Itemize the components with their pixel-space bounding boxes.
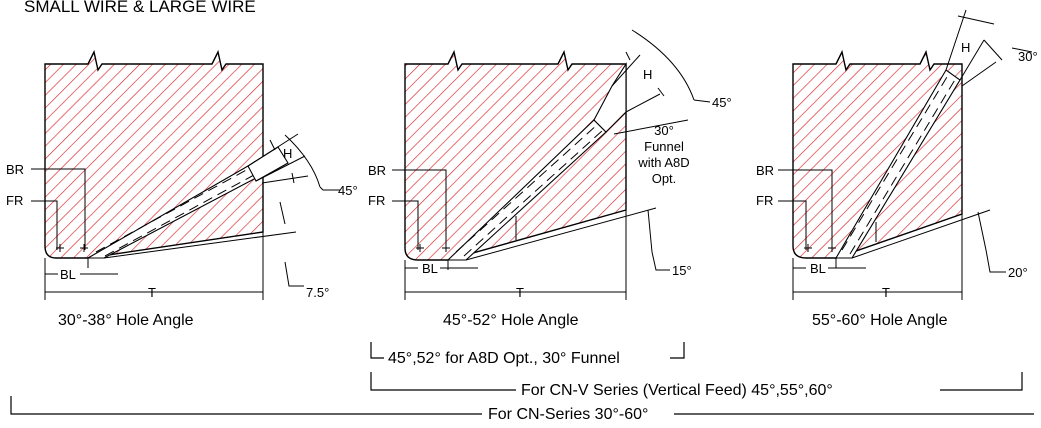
block-2-br-fr-leaders: [392, 169, 447, 250]
block-3-top-angle-arc: [957, 15, 1003, 61]
block-1-t-label: T: [148, 285, 156, 300]
block-1-30-38-hole-angle: [31, 49, 340, 300]
block-3-center-marks: [804, 244, 836, 252]
funnel-note-line-3: with A8D: [637, 155, 689, 170]
block-1-br-label: BR: [6, 162, 24, 177]
block-2-h-arrows: [625, 51, 665, 97]
block-2-fr-label: FR: [368, 193, 385, 208]
block-2-caption: 45°-52° Hole Angle: [443, 312, 579, 329]
block-3-bottom-angle-leader: [985, 249, 1006, 273]
block-3-hole-centerline: [841, 71, 951, 251]
block-1-h-label: H: [283, 146, 292, 161]
bracket-cn-v-text: For CN-V Series (Vertical Feed) 45°,55°,…: [521, 382, 833, 399]
block-2-funnel: [593, 62, 627, 133]
block-3-fr-label: FR: [756, 193, 773, 208]
block-1-fr-label: FR: [6, 193, 23, 208]
block-3-br-fr-leaders: [778, 169, 833, 250]
block-2-45-52-hole-angle: [392, 29, 711, 300]
series-bracket-cn: For CN-Series 30°-60°: [10, 396, 1034, 423]
block-2-top-angle: 45°: [712, 95, 732, 110]
block-1-bottom-angle-leader: [284, 261, 304, 287]
block-2-t-label: T: [516, 285, 524, 300]
block-3-dim-ext: [792, 214, 963, 300]
funnel-note-line-2: Funnel: [644, 139, 684, 154]
block-2-extension-lines: [611, 54, 689, 135]
block-3-caption: 55°-60° Hole Angle: [812, 312, 948, 329]
bracket-cn-text: For CN-Series 30°-60°: [488, 406, 648, 423]
block-3-bl-label: BL: [810, 261, 826, 276]
block-1-bottom-line: [103, 201, 297, 259]
block-3-top-angle-leader: [1011, 47, 1033, 53]
block-2-top-angle-leader: [693, 99, 711, 103]
block-1-h-arrows: [269, 139, 295, 184]
block-3-bottom-angle: 20°: [1008, 265, 1028, 280]
block-3-bottom-line: [851, 209, 991, 259]
block-1-hole-centerline-2: [104, 174, 255, 257]
block-3-h-label: H: [961, 40, 970, 55]
funnel-note-line-4: Opt.: [652, 171, 677, 186]
block-1-caption: 30°-38° Hole Angle: [58, 312, 194, 329]
block-2-bl-label: BL: [422, 261, 438, 276]
block-3-extension-lines: [945, 9, 997, 87]
block-1-body: [44, 49, 264, 259]
series-bracket-a8d: 45°,52° for A8D Opt., 30° Funnel: [370, 342, 685, 367]
bracket-a8d-line: [370, 342, 685, 359]
block-1-bottom-angle: 7.5°: [306, 285, 329, 300]
block-2-bottom-angle-leader: [651, 251, 670, 271]
funnel-note-line-1: 30°: [654, 123, 674, 138]
block-2-bottom-angle: 15°: [672, 263, 692, 278]
block-2-center-marks: [416, 244, 450, 252]
block-1-center-marks: [56, 244, 88, 252]
block-2-h-label: H: [643, 67, 652, 82]
series-bracket-cn-v: For CN-V Series (Vertical Feed) 45°,55°,…: [370, 372, 1023, 399]
block-1-top-angle-leader: [319, 186, 340, 191]
block-2-bottom-line: [465, 207, 657, 261]
block-2-body: [404, 49, 627, 261]
block-3-hole-centerline-2: [849, 77, 957, 255]
bracket-cn-v-line: [370, 372, 1023, 391]
block-1-dim-ext: [44, 232, 264, 300]
block-2-top-angle-arc: [631, 29, 695, 101]
block-3-br-label: BR: [756, 163, 774, 178]
block-3-top-angle: 30°: [1018, 49, 1038, 64]
block-3-body: [792, 49, 963, 259]
block-3-55-60-hole-angle: [778, 9, 1033, 300]
block-1-hole-centerline: [95, 167, 251, 253]
block-1-br-fr-leaders: [31, 168, 86, 250]
block-1-top-angle-arc: [284, 134, 321, 188]
block-3-t-label: T: [882, 285, 890, 300]
block-1-bl-label: BL: [60, 267, 76, 282]
bracket-cn-line: [10, 396, 1034, 415]
diagram-title: SMALL WIRE & LARGE WIRE: [24, 0, 256, 16]
block-1-top-angle: 45°: [338, 183, 358, 198]
block-2-funnel-note: 30° Funnel with A8D Opt.: [637, 123, 689, 186]
block-2-br-label: BR: [368, 163, 386, 178]
bracket-a8d-text: 45°,52° for A8D Opt., 30° Funnel: [388, 350, 620, 367]
